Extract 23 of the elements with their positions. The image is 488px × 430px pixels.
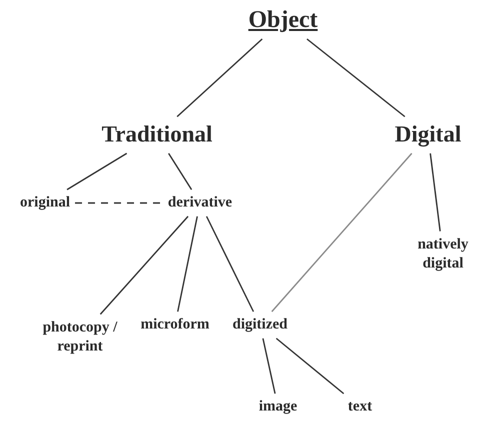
category-heading: Digital [394,120,462,150]
connector-line [306,38,406,118]
node-label: photocopy / reprint [25,318,135,356]
root-heading: Object [248,5,318,35]
node-label: image [258,398,298,416]
node-label: microform [140,316,210,334]
node-label: digitized [232,316,288,334]
connector-line [177,216,198,312]
node-label: derivative [168,194,232,212]
node-label: original [20,194,70,212]
connector-line [100,216,189,315]
category-heading: Traditional [102,120,212,150]
connector-line [206,216,254,312]
connector-line [168,153,192,190]
connector-line [430,153,441,232]
node-label: text [348,398,372,416]
connector-line [271,152,412,312]
connector-line [176,38,263,118]
connector-line [66,152,128,190]
connector-line [262,338,276,394]
connector-line [75,202,163,204]
connector-line [276,338,344,394]
node-label: natively digital [403,235,483,273]
